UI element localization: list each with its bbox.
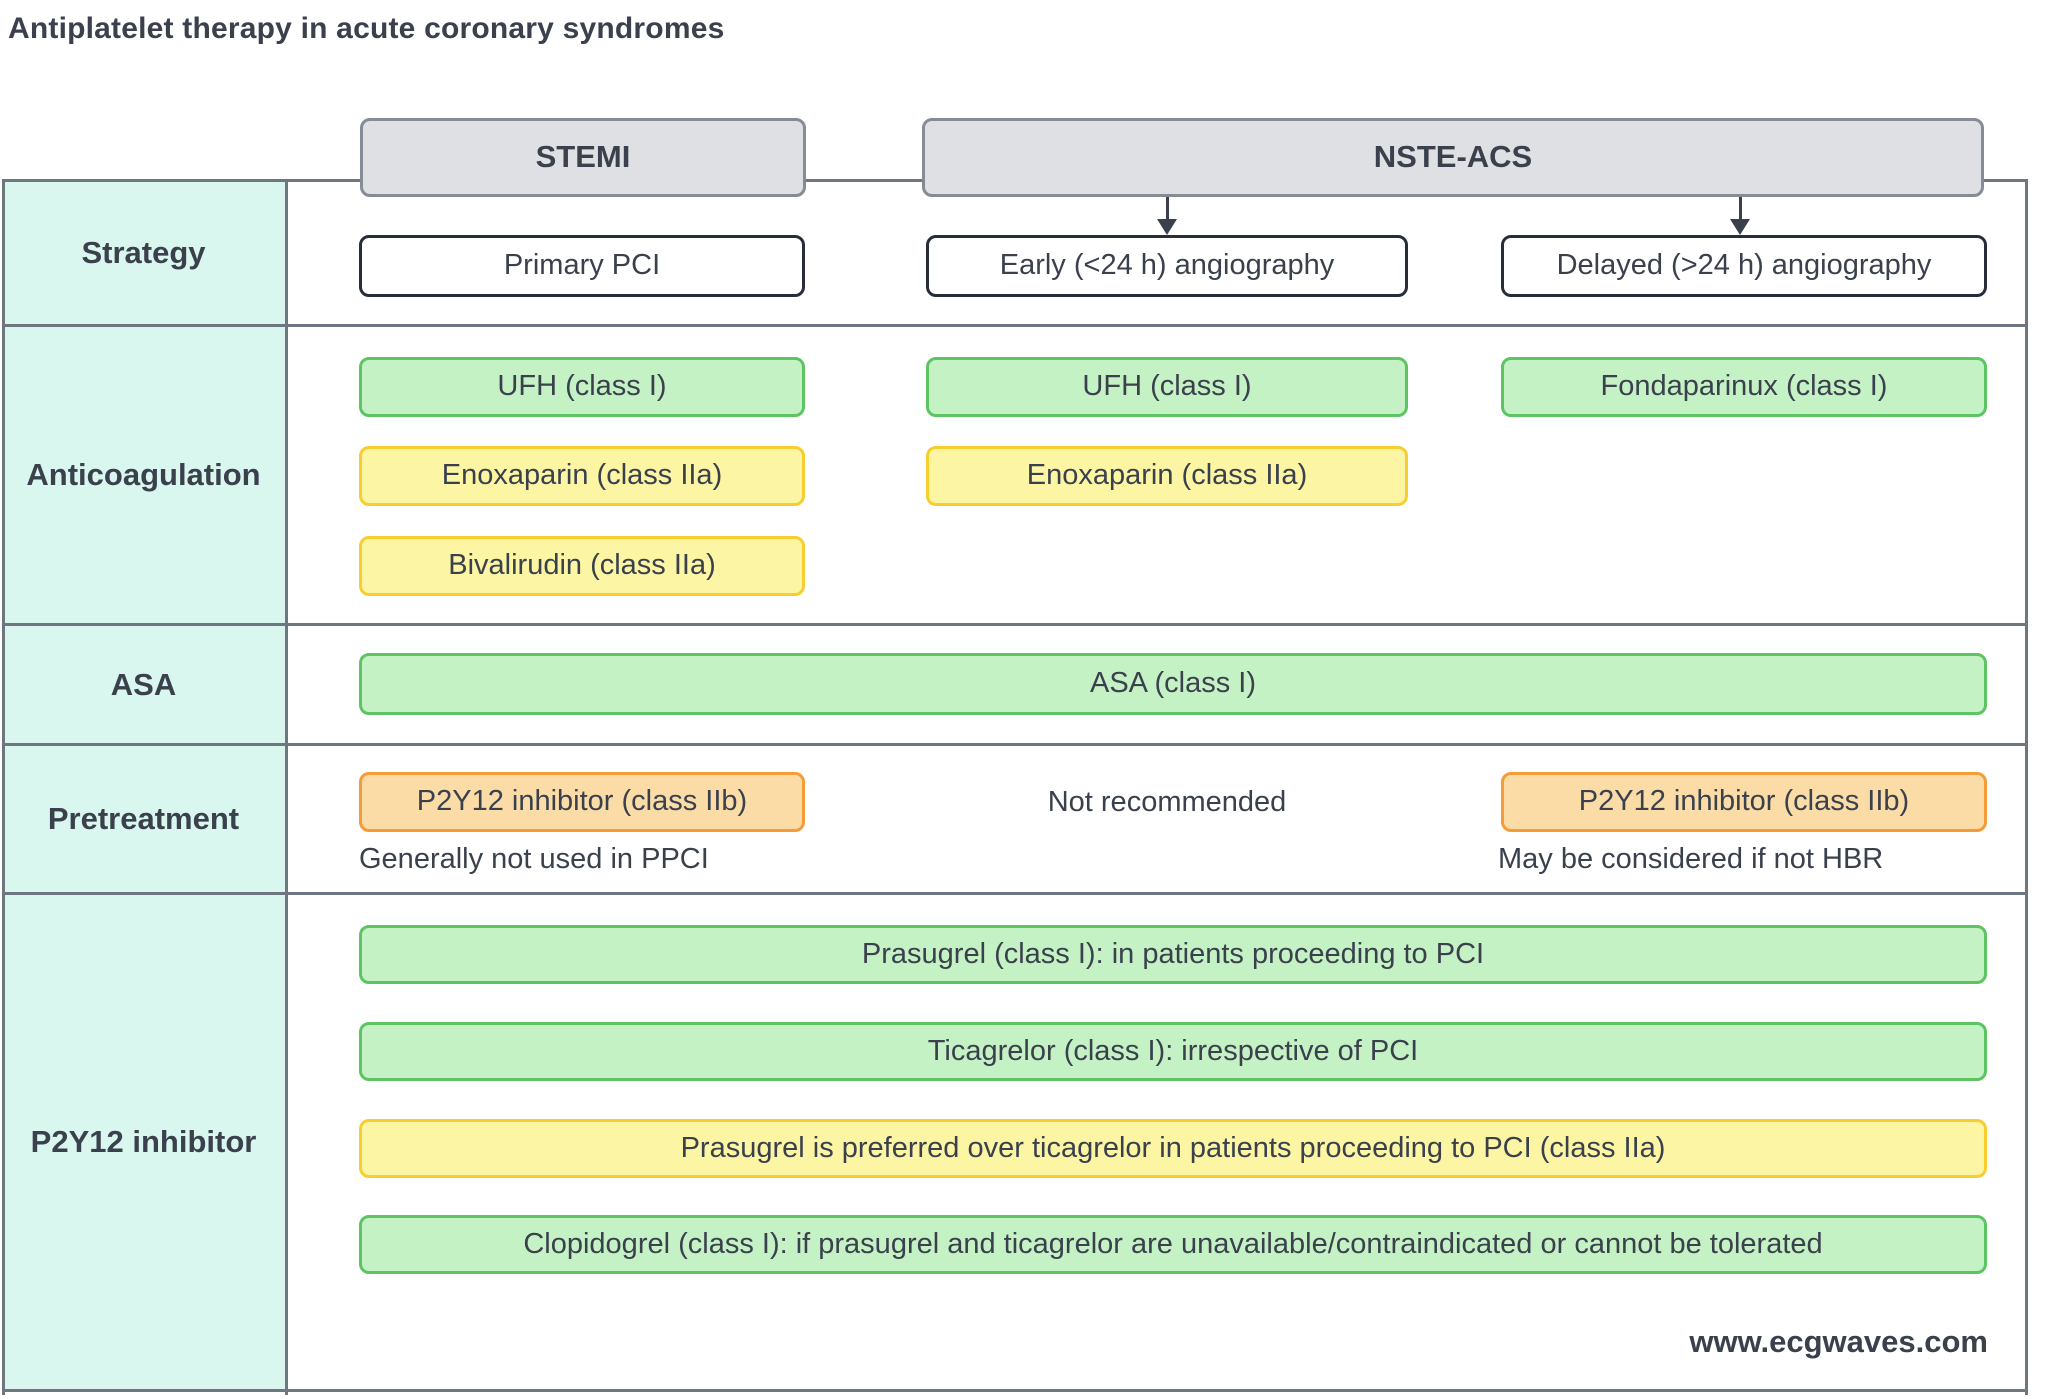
- pretreatment-note-delayed: May be considered if not HBR: [1498, 843, 1884, 875]
- pretreatment-box-p2y12-delayed: P2Y12 inhibitor (class IIb): [1501, 772, 1987, 832]
- pretreatment-box-p2y12-stemi: P2Y12 inhibitor (class IIb): [359, 772, 805, 832]
- grid-line: [2, 623, 2028, 626]
- strategy-box-early-angiography: Early (<24 h) angiography: [926, 235, 1408, 297]
- p2y12-box-clopidogrel: Clopidogrel (class I): if prasugrel and …: [359, 1215, 1987, 1274]
- anticoagulation-box-bivalirudin-stemi: Bivalirudin (class IIa): [359, 536, 805, 596]
- watermark: www.ecgwaves.com: [1689, 1324, 1988, 1359]
- strategy-box-primary-pci: Primary PCI: [359, 235, 805, 297]
- p2y12-box-prasugrel-preference: Prasugrel is preferred over ticagrelor i…: [359, 1119, 1987, 1178]
- arrow-head: [1157, 219, 1177, 235]
- grid-line: [2, 179, 5, 1395]
- column-header-nste-acs: NSTE-ACS: [922, 118, 1984, 197]
- row-label-column-background: [2, 179, 285, 1392]
- pretreatment-text-not-recommended: Not recommended: [1047, 785, 1287, 818]
- asa-box: ASA (class I): [359, 653, 1987, 715]
- p2y12-box-ticagrelor: Ticagrelor (class I): irrespective of PC…: [359, 1022, 1987, 1081]
- p2y12-box-prasugrel: Prasugrel (class I): in patients proceed…: [359, 925, 1987, 984]
- grid-line: [2, 324, 2028, 327]
- anticoagulation-box-fondaparinux-delayed: Fondaparinux (class I): [1501, 357, 1987, 417]
- column-header-stemi: STEMI: [360, 118, 806, 197]
- row-label-asa: ASA: [110, 666, 177, 702]
- diagram-title: Antiplatelet therapy in acute coronary s…: [8, 12, 725, 45]
- row-label-anticoagulation: Anticoagulation: [26, 457, 261, 492]
- anticoagulation-box-ufh-early: UFH (class I): [926, 357, 1408, 417]
- arrow-down-icon: [1730, 197, 1750, 235]
- row-label-strategy: Strategy: [81, 235, 206, 270]
- grid-line: [2, 892, 2028, 895]
- arrow-stem: [1166, 197, 1169, 223]
- grid-line: [2025, 179, 2028, 1395]
- row-label-pretreatment: Pretreatment: [47, 801, 240, 836]
- grid-line: [285, 179, 288, 1395]
- anticoagulation-box-ufh-stemi: UFH (class I): [359, 357, 805, 417]
- arrow-down-icon: [1157, 197, 1177, 235]
- row-label-p2y12-inhibitor: P2Y12 inhibitor: [30, 1124, 257, 1159]
- arrow-head: [1730, 219, 1750, 235]
- pretreatment-note-stemi: Generally not used in PPCI: [359, 843, 709, 875]
- grid-line: [2, 743, 2028, 746]
- grid-line: [2, 1389, 2028, 1392]
- anticoagulation-box-enoxaparin-stemi: Enoxaparin (class IIa): [359, 446, 805, 506]
- arrow-stem: [1739, 197, 1742, 223]
- strategy-box-delayed-angiography: Delayed (>24 h) angiography: [1501, 235, 1987, 297]
- anticoagulation-box-enoxaparin-early: Enoxaparin (class IIa): [926, 446, 1408, 506]
